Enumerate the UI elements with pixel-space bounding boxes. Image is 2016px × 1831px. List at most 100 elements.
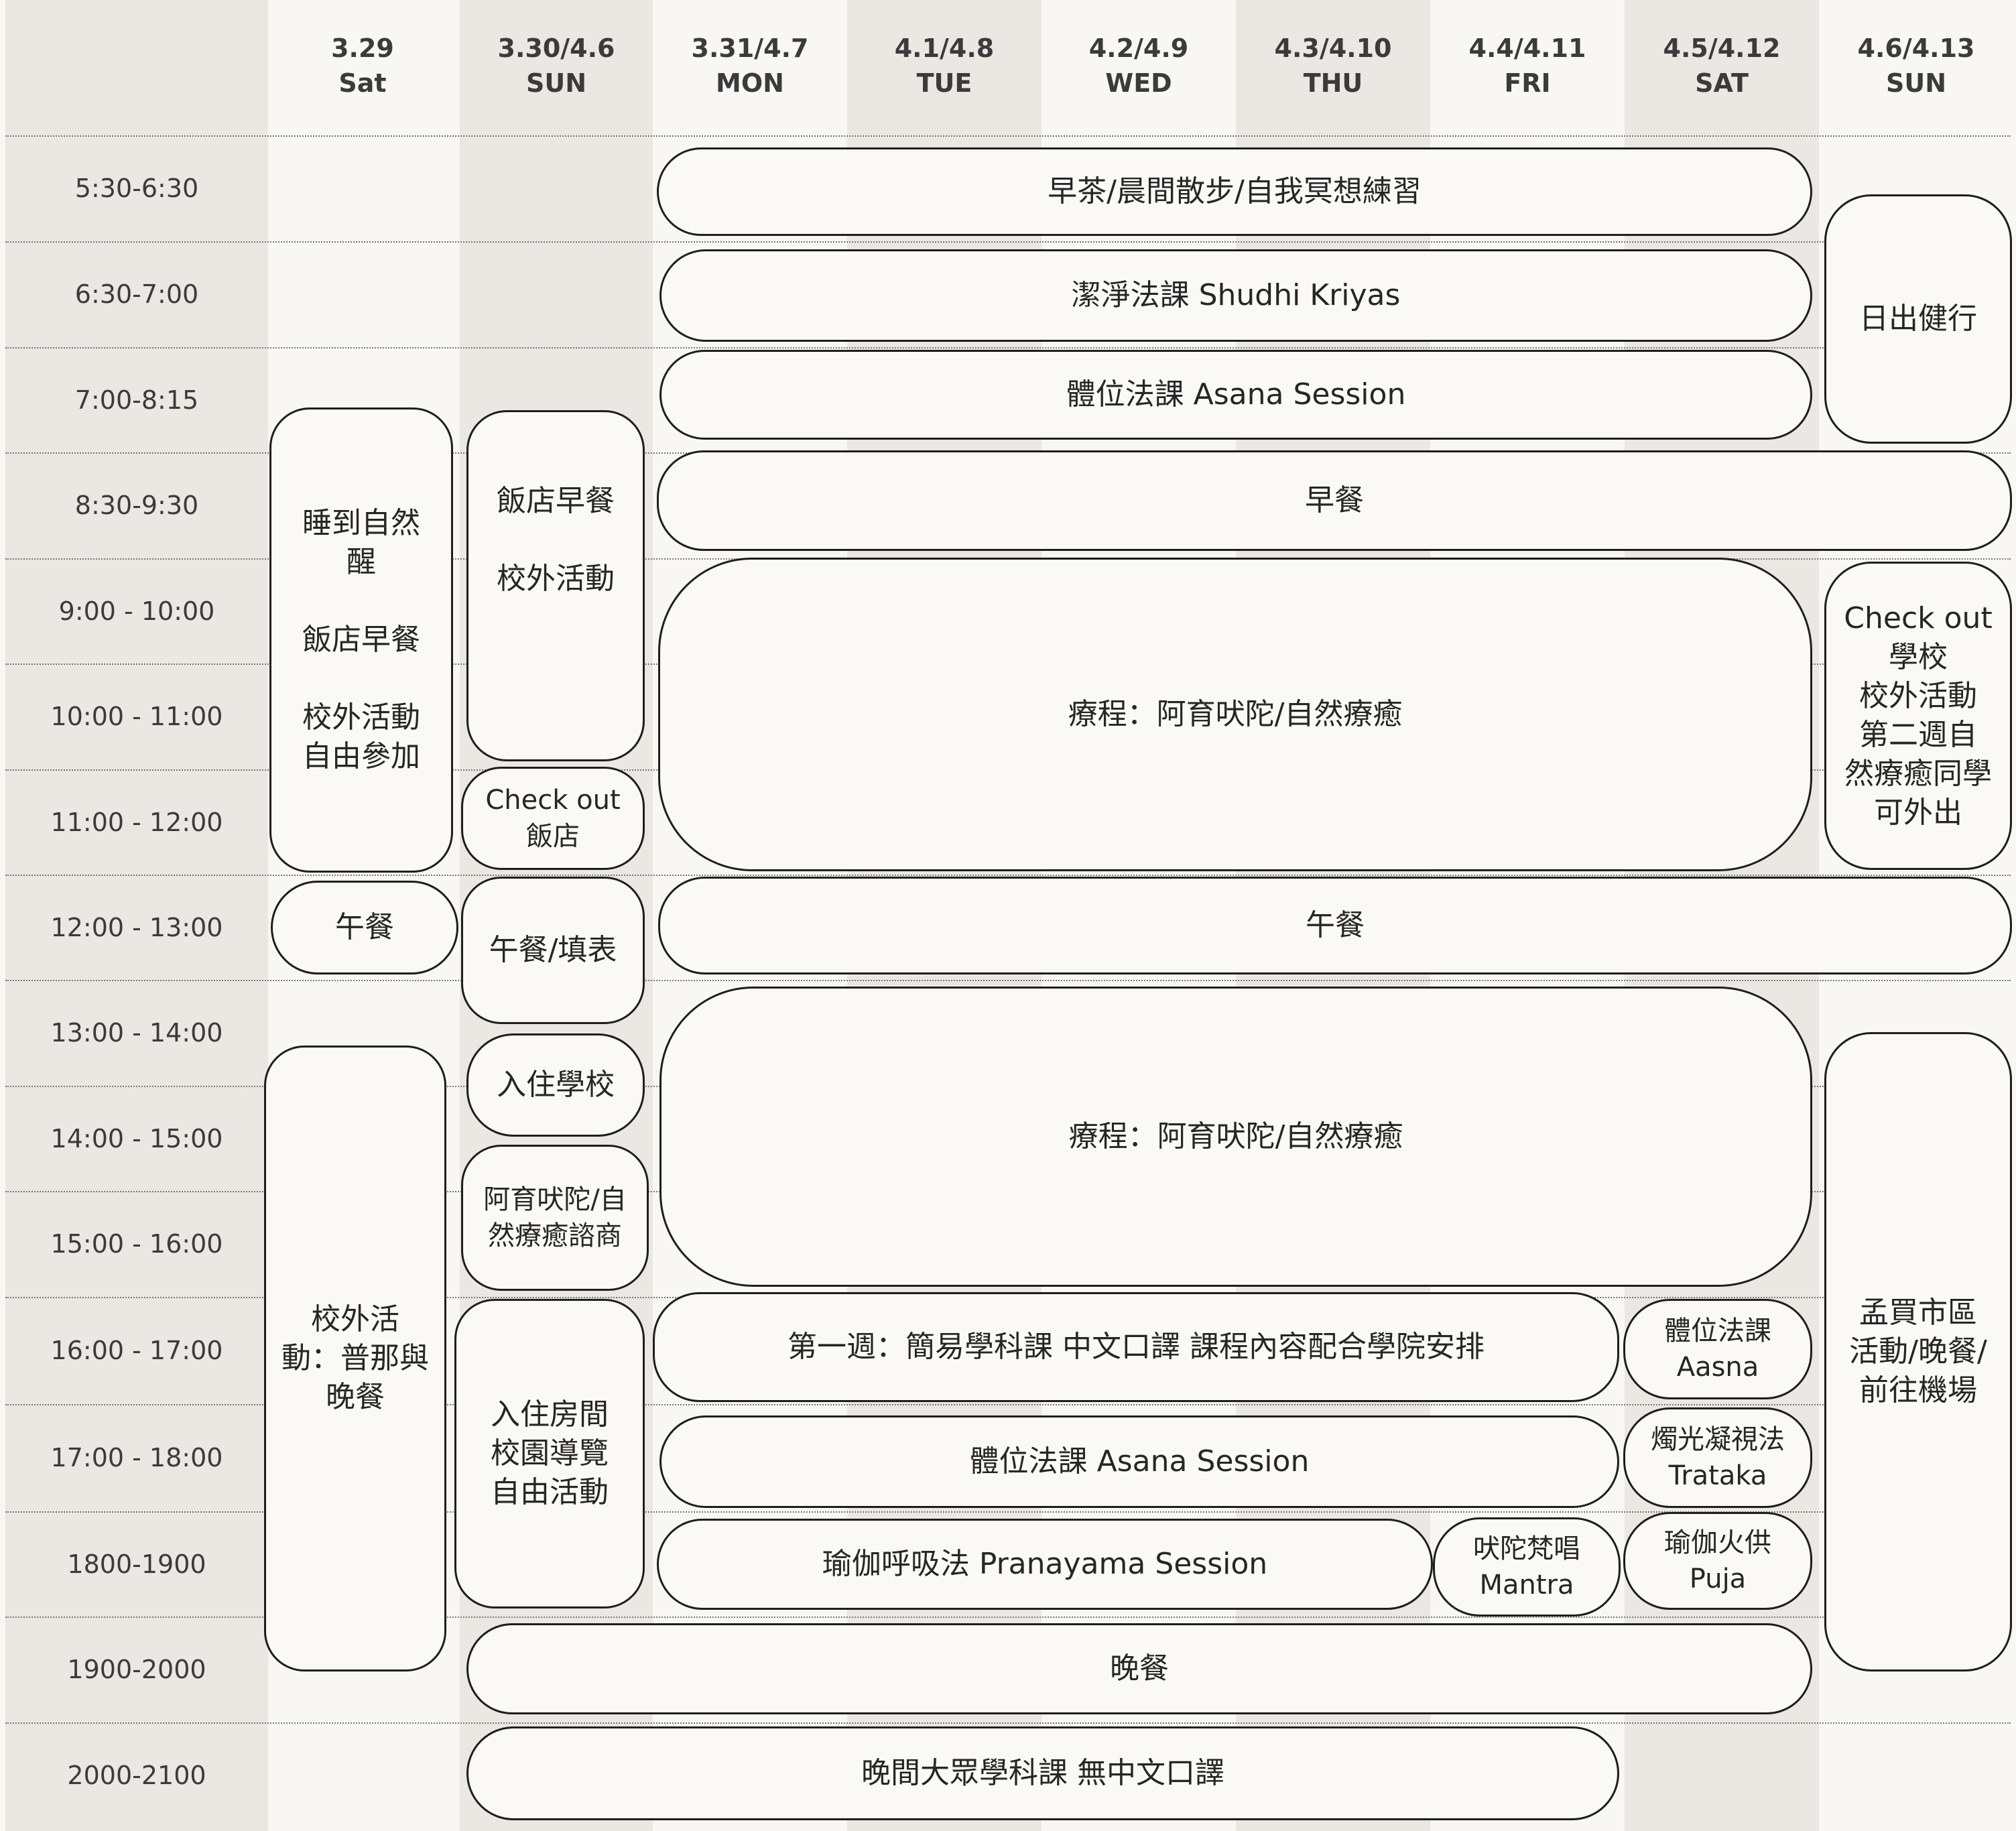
time-label: 1900-2000 — [67, 1655, 206, 1684]
event-shudhi-kriyas: 潔淨法課 Shudhi Kriyas — [659, 249, 1812, 342]
event-last-checkout-line: 校外活動 — [1859, 679, 1977, 713]
time-label: 7:00-8:15 — [74, 385, 199, 415]
grid-line — [5, 1722, 2011, 1724]
event-sat-asana-line: Aasna — [1676, 1352, 1759, 1383]
time-label: 2000-2100 — [67, 1761, 206, 1790]
day-of-week: FRI — [1504, 68, 1551, 98]
event-week1-class: 第一週：簡易學科課 中文口譯 課程內容配合學院安排 — [653, 1292, 1619, 1402]
event-sat-asana: 體位法課 Aasna — [1623, 1299, 1812, 1399]
grid-line — [5, 1617, 2011, 1618]
event-puja-line: 瑜伽火供 — [1664, 1527, 1771, 1558]
event-sat-asana-line: 體位法課 — [1664, 1316, 1771, 1346]
time-label: 17:00 - 18:00 — [50, 1443, 223, 1472]
event-sun-morning: 飯店早餐 校外活動 — [466, 410, 645, 761]
event-sun-room: 入住房間 校園導覽 自由活動 — [454, 1299, 645, 1608]
day-of-week: TUE — [916, 68, 972, 98]
event-sat-morning-line: 校外活動 — [302, 700, 420, 735]
event-last-checkout: Check out 學校 校外活動 第二週自 然療癒同學 可外出 — [1824, 562, 2012, 870]
event-mumbai-city: 孟買市區 活動/晚餐/ 前往機場 — [1824, 1032, 2012, 1671]
time-label: 13:00 - 14:00 — [50, 1018, 223, 1048]
event-trataka-line: Trataka — [1668, 1460, 1767, 1491]
event-mantra: 吠陀梵唱 Mantra — [1433, 1517, 1621, 1617]
event-pranayama: 瑜伽呼吸法 Pranayama Session — [657, 1519, 1433, 1610]
event-sun-checkout-line: 飯店 — [526, 821, 580, 852]
event-evening-class: 晚間大眾學科課 無中文口譯 — [466, 1726, 1619, 1820]
event-sat-morning-line: 飯店早餐 — [302, 623, 420, 657]
grid-line — [5, 241, 2011, 243]
event-sun-checkout-line: Check out — [485, 785, 621, 816]
event-sat-afternoon-line: 校外活 — [311, 1302, 399, 1336]
day-date: 4.2/4.9 — [1088, 34, 1189, 63]
day-date: 4.5/4.12 — [1663, 34, 1781, 63]
grid-line — [5, 347, 2011, 349]
event-sat-afternoon: 校外活 動：普那與 晚餐 — [264, 1046, 446, 1671]
day-date: 3.30/4.6 — [497, 34, 615, 63]
day-of-week: SAT — [1695, 68, 1749, 98]
event-therapy-morning: 療程：阿育吠陀/自然療癒 — [658, 558, 1812, 871]
event-sun-consult-line: 然療癒諮商 — [488, 1220, 622, 1251]
time-column-bg — [5, 0, 268, 1831]
day-of-week: Sat — [338, 68, 387, 98]
time-label: 10:00 - 11:00 — [50, 702, 223, 731]
event-therapy-afternoon: 療程：阿育吠陀/自然療癒 — [659, 987, 1812, 1287]
day-date: 4.4/4.11 — [1468, 34, 1586, 63]
event-asana-afternoon: 體位法課 Asana Session — [659, 1415, 1619, 1508]
day-date: 4.6/4.13 — [1857, 34, 1975, 63]
day-date: 3.31/4.7 — [691, 34, 809, 63]
event-last-checkout-line: 第二週自 — [1859, 718, 1977, 752]
event-sun-morning-line: 校外活動 — [497, 562, 615, 596]
event-sun-checkin: 入住學校 — [466, 1033, 645, 1137]
event-mumbai-city-line: 孟買市區 — [1859, 1296, 1977, 1330]
time-label: 15:00 - 16:00 — [50, 1229, 223, 1259]
event-sun-room-line: 入住房間 — [491, 1397, 609, 1432]
event-sat-morning-line: 醒 — [346, 545, 376, 579]
day-of-week: SUN — [525, 68, 587, 98]
event-sat-afternoon-line: 晚餐 — [326, 1380, 385, 1414]
event-sat-morning-line: 自由參加 — [302, 739, 420, 773]
event-last-checkout-line: Check out — [1844, 601, 1993, 635]
event-mumbai-city-line: 前往機場 — [1859, 1373, 1977, 1407]
event-sat-morning-line: 睡到自然 — [302, 506, 420, 540]
event-breakfast: 早餐 — [657, 450, 2012, 551]
day-of-week: WED — [1105, 68, 1172, 98]
event-last-checkout-line: 然療癒同學 — [1844, 757, 1992, 791]
event-sun-consult-line: 阿育吠陀/自 — [483, 1184, 627, 1215]
time-label: 9:00 - 10:00 — [58, 596, 215, 626]
event-sun-lunch: 午餐/填表 — [461, 877, 645, 1024]
event-mantra-line: 吠陀梵唱 — [1473, 1533, 1580, 1564]
day-of-week: THU — [1303, 68, 1363, 98]
event-last-checkout-line: 學校 — [1889, 640, 1948, 674]
day-of-week: SUN — [1885, 68, 1947, 98]
event-sun-morning-line: 飯店早餐 — [497, 484, 615, 518]
event-sun-room-line: 自由活動 — [491, 1475, 609, 1509]
time-label: 8:30-9:30 — [74, 491, 199, 520]
event-sat-lunch: 午餐 — [271, 881, 458, 974]
grid-line — [5, 135, 2011, 137]
event-sun-consult: 阿育吠陀/自 然療癒諮商 — [461, 1145, 649, 1291]
grid-line — [5, 1404, 2011, 1405]
event-sunrise-hike: 日出健行 — [1824, 194, 2012, 444]
time-label: 14:00 - 15:00 — [50, 1123, 223, 1153]
day-date: 4.1/4.8 — [894, 34, 995, 63]
grid-line — [5, 980, 2011, 981]
event-morning-tea: 早茶/晨間散步/自我冥想練習 — [657, 147, 1812, 236]
time-label: 5:30-6:30 — [74, 174, 199, 203]
event-sun-checkout: Check out 飯店 — [461, 767, 645, 870]
time-label: 12:00 - 13:00 — [50, 912, 223, 942]
day-date: 4.3/4.10 — [1274, 34, 1392, 63]
event-mumbai-city-line: 活動/晚餐/ — [1849, 1334, 1987, 1369]
time-label: 11:00 - 12:00 — [50, 807, 223, 837]
day-of-week: MON — [716, 68, 784, 98]
event-sat-afternoon-line: 動：普那與 — [281, 1341, 429, 1375]
day-date: 3.29 — [331, 34, 394, 63]
event-lunch: 午餐 — [658, 877, 2012, 974]
event-last-checkout-line: 可外出 — [1874, 796, 1962, 830]
